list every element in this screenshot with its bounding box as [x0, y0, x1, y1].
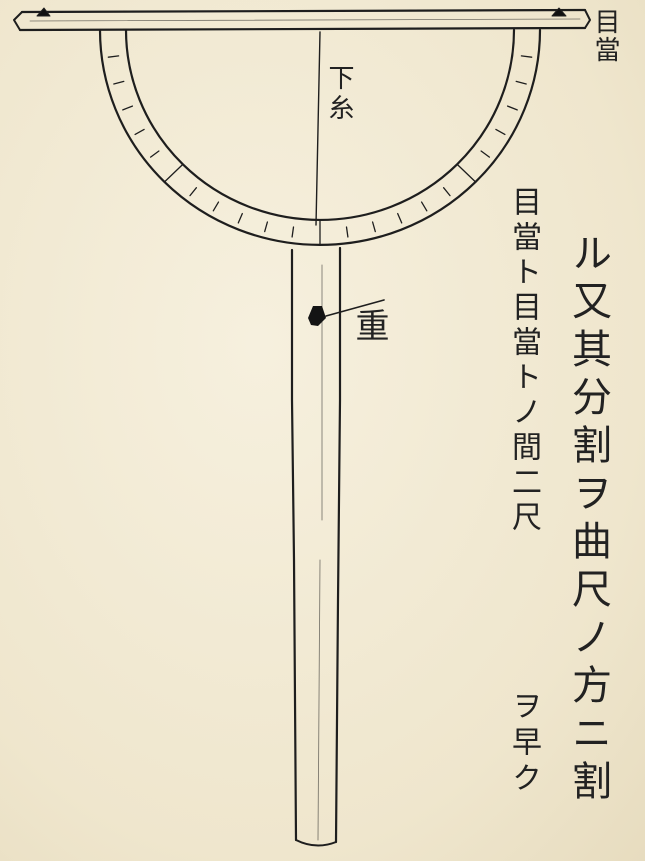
- arc-tick: [480, 150, 491, 158]
- right-sight-marker: [551, 7, 567, 17]
- arc-tick: [442, 187, 451, 197]
- arc-tick: [456, 163, 477, 183]
- arc-tick: [122, 105, 134, 111]
- arc-tick: [506, 105, 518, 111]
- arc-tick: [495, 128, 506, 136]
- weight-pointer-line: [325, 299, 385, 317]
- arc-tick: [520, 55, 533, 58]
- plumb-line-label: 下糸: [324, 64, 354, 124]
- arc-scale-ticks: [107, 55, 533, 246]
- arc-tick: [345, 226, 349, 238]
- arc-tick: [237, 212, 243, 224]
- left-sight-marker: [36, 7, 51, 17]
- note-column-left-lower: ヲ早ク: [506, 690, 541, 798]
- plumb-weight: [308, 306, 326, 326]
- arc-tick: [397, 212, 403, 224]
- arc-tick: [371, 221, 376, 233]
- arc-tick: [291, 226, 295, 238]
- staff-handle: [290, 246, 342, 847]
- arc-tick: [113, 80, 125, 85]
- note-column-left: 目當ト目當トノ間二尺: [506, 186, 541, 536]
- arc-tick: [189, 187, 198, 197]
- arc-tick: [515, 80, 527, 85]
- arc-tick: [420, 201, 428, 212]
- sighting-bar: [13, 8, 591, 32]
- arc-tick: [149, 150, 160, 158]
- weight-label: 重: [349, 308, 389, 342]
- arc-tick: [134, 128, 145, 136]
- arc-tick: [212, 201, 220, 212]
- arc-tick: [107, 55, 120, 58]
- arc-tick: [264, 221, 269, 233]
- arc-tick: [163, 163, 184, 183]
- plumb-line: [315, 31, 321, 226]
- sight-label: 目當: [590, 8, 620, 64]
- note-column-right: ル又其分割ヲ曲尺ノ方ニ割: [565, 232, 611, 808]
